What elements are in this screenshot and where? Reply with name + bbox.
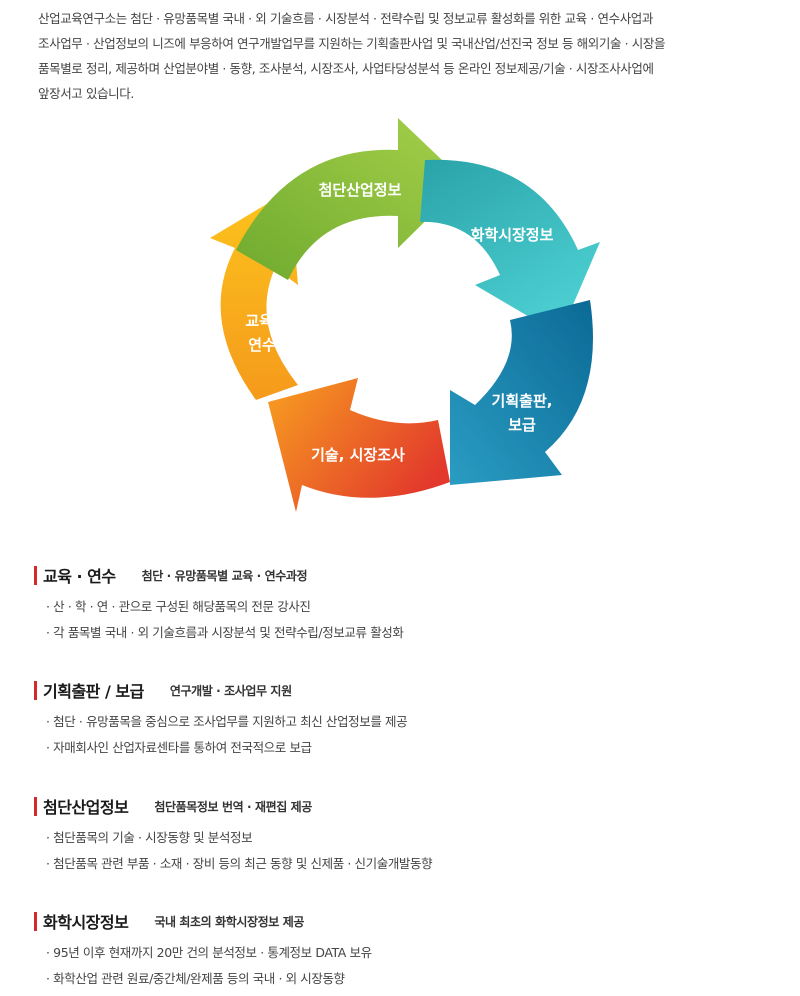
- section-list: · 첨단품목의 기술 · 시장동향 및 분석정보 · 첨단품목 관련 부품 · …: [46, 825, 786, 877]
- section-marker: [34, 680, 37, 700]
- section-education: 교육 · 연수 첨단 · 유망품목별 교육 · 연수과정 · 산 · 학 · 연…: [34, 564, 774, 640]
- list-item: · 자매회사인 산업자료센타를 통하여 전국적으로 보급: [46, 740, 312, 755]
- section-subtitle: 첨단 · 유망품목별 교육 · 연수과정: [141, 568, 308, 583]
- cycle-segment-chemical-market: 화학시장정보: [420, 159, 600, 335]
- business-cycle-diagram: 교육, 연수 첨단산업정보 화학시장정보 기획출판, 보급 기술, 시장조사: [210, 118, 600, 512]
- cycle-label-advanced-industry: 첨단산업정보: [319, 181, 402, 199]
- section-title: 기획출판 / 보급: [43, 682, 144, 701]
- list-item: · 산 · 학 · 연 · 관으로 구성된 해당품목의 전문 강사진: [46, 599, 311, 614]
- cycle-segment-tech-market-research: 기술, 시장조사: [268, 378, 450, 512]
- list-item: · 95년 이후 현재까지 20만 건의 분석정보 · 통계정보 DATA 보유: [46, 945, 372, 960]
- section-list: · 95년 이후 현재까지 20만 건의 분석정보 · 통계정보 DATA 보유…: [46, 940, 786, 992]
- intro-paragraph: 산업교육연구소는 첨단 · 유망품목별 국내 · 외 기술흐름 · 시장분석 ·…: [38, 11, 666, 101]
- cycle-label-education-2: 연수: [248, 336, 276, 354]
- section-advanced-industry: 첨단산업정보 첨단품목정보 번역 · 재편집 제공 · 첨단품목의 기술 · 시…: [34, 795, 774, 871]
- cycle-label-publishing-2: 보급: [508, 416, 536, 434]
- list-item: · 첨단 · 유망품목을 중심으로 조사업무를 지원하고 최신 산업정보를 제공: [46, 714, 408, 729]
- section-subtitle: 국내 최초의 화학시장정보 제공: [154, 914, 304, 929]
- section-marker: [34, 565, 37, 585]
- cycle-segment-advanced-industry: 첨단산업정보: [236, 118, 465, 280]
- list-item: · 첨단품목의 기술 · 시장동향 및 분석정보: [46, 830, 253, 845]
- section-list: · 첨단 · 유망품목을 중심으로 조사업무를 지원하고 최신 산업정보를 제공…: [46, 709, 786, 761]
- cycle-label-tech-market-research: 기술, 시장조사: [311, 446, 405, 464]
- section-publishing: 기획출판 / 보급 연구개발 · 조사업무 지원 · 첨단 · 유망품목을 중심…: [34, 679, 774, 755]
- section-subtitle: 첨단품목정보 번역 · 재편집 제공: [154, 799, 312, 814]
- section-subtitle: 연구개발 · 조사업무 지원: [169, 683, 292, 698]
- cycle-label-chemical-market: 화학시장정보: [471, 226, 554, 244]
- cycle-label-publishing-1: 기획출판,: [492, 392, 553, 410]
- section-title: 교육 · 연수: [43, 567, 116, 586]
- list-item: · 각 품목별 국내 · 외 기술흐름과 시장분석 및 전략수립/정보교류 활성…: [46, 625, 404, 640]
- list-item: · 첨단품목 관련 부품 · 소재 · 장비 등의 최근 동향 및 신제품 · …: [46, 856, 433, 871]
- section-title: 화학시장정보: [43, 913, 129, 932]
- section-marker: [34, 796, 37, 816]
- cycle-segment-publishing: 기획출판, 보급: [450, 300, 593, 485]
- section-title: 첨단산업정보: [43, 798, 129, 817]
- list-item: · 화학산업 관련 원료/중간체/완제품 등의 국내 · 외 시장동향: [46, 971, 345, 986]
- section-chemical-market: 화학시장정보 국내 최초의 화학시장정보 제공 · 95년 이후 현재까지 20…: [34, 910, 774, 986]
- cycle-label-education-1: 교육,: [245, 312, 278, 330]
- section-marker: [34, 911, 37, 931]
- section-list: · 산 · 학 · 연 · 관으로 구성된 해당품목의 전문 강사진 · 각 품…: [46, 594, 786, 646]
